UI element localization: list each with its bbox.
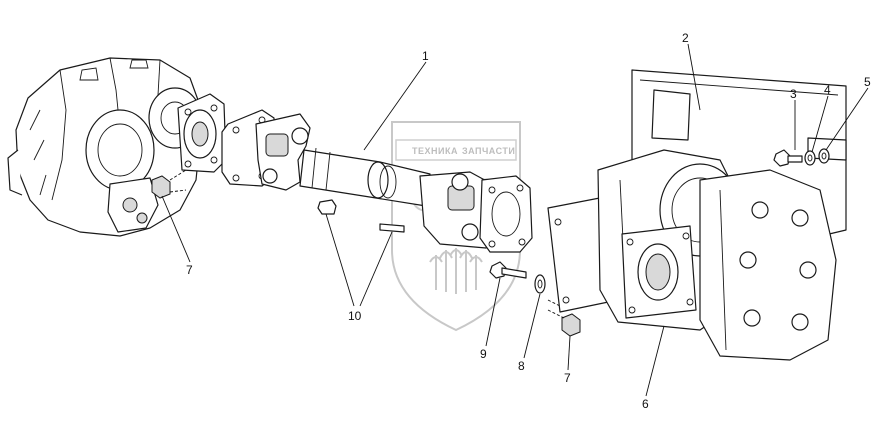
callout-2: 2 xyxy=(682,31,689,45)
washer-5 xyxy=(818,148,830,164)
leader-lines xyxy=(161,43,869,397)
bolt-3 xyxy=(773,149,803,167)
callout-1: 1 xyxy=(422,49,429,63)
callout-5: 5 xyxy=(864,75,871,89)
wheat-icon xyxy=(429,248,483,294)
watermark-text-right: ЗАПЧАСТИ xyxy=(462,146,515,156)
gearbox-output-flange xyxy=(177,93,227,173)
callout-10: 10 xyxy=(348,309,362,323)
callout-6: 6 xyxy=(642,397,649,411)
cardan-shaft xyxy=(221,109,533,253)
callout-3: 3 xyxy=(790,87,797,101)
gearbox-housing xyxy=(7,57,202,237)
bolt-9 xyxy=(489,261,527,279)
callout-labels: 1 2 3 4 5 6 7 7 8 9 10 xyxy=(186,31,871,411)
callout-8: 8 xyxy=(518,359,525,373)
callout-4: 4 xyxy=(824,83,831,97)
pump-body-6 xyxy=(547,149,837,361)
callout-7-right: 7 xyxy=(564,371,571,385)
watermark-text-left: ТЕХНИКА xyxy=(412,146,458,156)
washer-8 xyxy=(534,274,546,294)
bolt-10-upper xyxy=(317,199,405,233)
callout-9: 9 xyxy=(480,347,487,361)
callout-7-left: 7 xyxy=(186,263,193,277)
nut-7-right xyxy=(547,299,581,337)
washer-4 xyxy=(804,150,816,166)
nut-7-left xyxy=(151,169,187,199)
